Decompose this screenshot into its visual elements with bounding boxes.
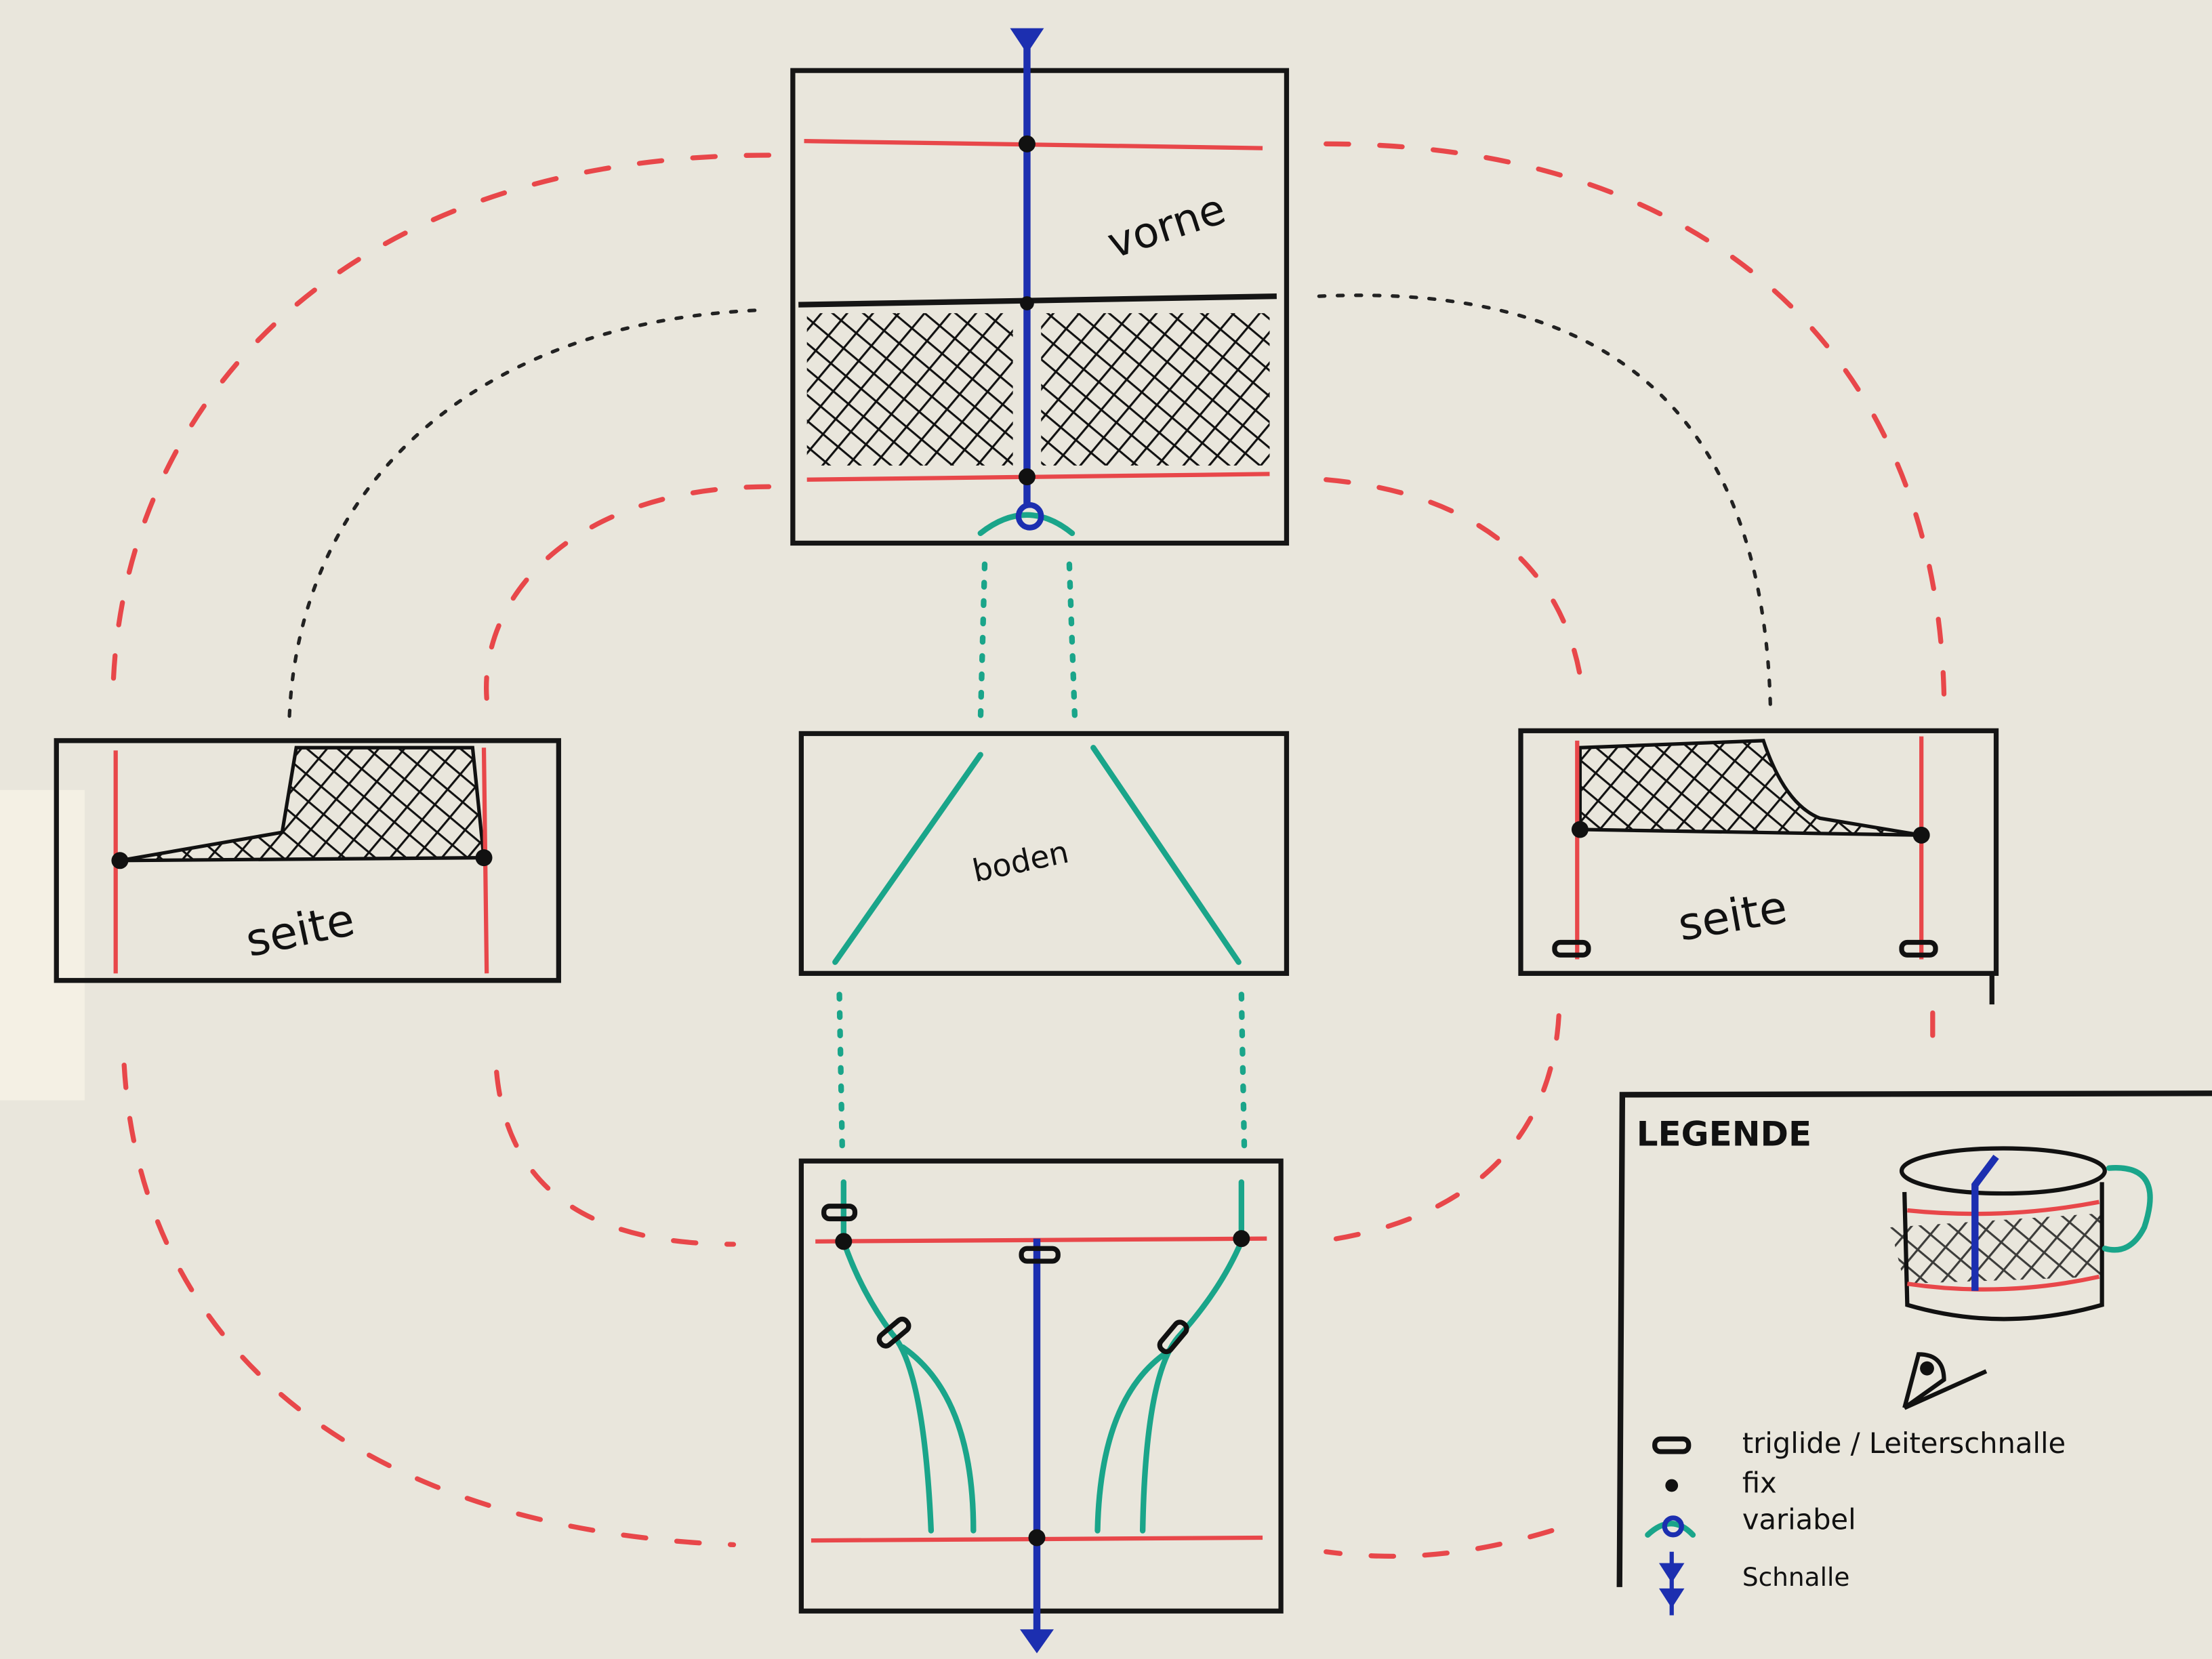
- panel-side-right-outline: [1518, 728, 1999, 976]
- green-strap-left: [832, 752, 983, 965]
- mug-rim: [1899, 1146, 2107, 1196]
- inner-right-lower-arc: [1316, 1013, 1561, 1244]
- triglide-icon: [1552, 939, 1591, 958]
- outer-left-lower-arc: [121, 1062, 737, 1548]
- mug-red-bottom: [1906, 1274, 2100, 1292]
- fix-dot: [1028, 1529, 1046, 1547]
- triglide-icon: [876, 1316, 912, 1349]
- legend-frame: [1616, 1090, 2212, 1587]
- connection-arcs: [110, 141, 1947, 1559]
- fix-dot: [1020, 296, 1034, 310]
- triglide-icon: [1899, 939, 1938, 958]
- fix-dot: [1018, 135, 1036, 152]
- variable-loop-green: [1645, 1521, 1696, 1538]
- black-right-arc: [1317, 293, 1773, 710]
- legend-item-schnalle: Schnalle: [1659, 1551, 1850, 1616]
- legend-label: Schnalle: [1742, 1562, 1850, 1592]
- outer-bottom-right-arc: [1324, 1528, 1555, 1559]
- green-dotted-bottom-left: [836, 991, 845, 1149]
- fix-dot-icon: [1665, 1479, 1679, 1492]
- legend: LEGENDE triglide / Leiterschnalle fix va…: [1616, 1090, 2212, 1616]
- mesh-area-left: [806, 313, 1013, 466]
- panel-bottom-outline: [798, 731, 1290, 976]
- panel-back-outline: [798, 1158, 1284, 1614]
- triglide-icon: [1019, 1246, 1061, 1264]
- mug-mesh: [1890, 1213, 2102, 1284]
- mug-body: [1902, 1182, 2104, 1322]
- triglide-icon: [821, 1204, 858, 1222]
- red-strap-top: [815, 1236, 1267, 1244]
- green-strap-right: [1090, 745, 1242, 965]
- green-dotted-bottom-right: [1238, 991, 1248, 1149]
- green-strap-right-tail: [1094, 1349, 1171, 1534]
- fix-dot: [1912, 826, 1930, 844]
- panel-front-outline: [790, 68, 1290, 546]
- legend-title: LEGENDE: [1637, 1114, 1811, 1153]
- green-strap-left-tail: [900, 1344, 977, 1534]
- outer-left-arc: [110, 152, 772, 708]
- triglide-icon: [1652, 1436, 1692, 1454]
- fix-dot: [1233, 1230, 1250, 1248]
- legend-item-variabel: variabel: [1645, 1502, 1856, 1538]
- green-dotted-top-right: [1066, 561, 1078, 725]
- fix-dot: [111, 852, 129, 869]
- fix-dot: [1018, 468, 1036, 486]
- inner-left-arc: [484, 484, 772, 701]
- mesh-area: [119, 745, 486, 863]
- fix-dot: [475, 849, 493, 867]
- mug-blue-strap: [1971, 1154, 1999, 1291]
- mug-handle: [2102, 1165, 2153, 1253]
- triglide-icon: [1157, 1319, 1189, 1355]
- green-dotted-top-left: [977, 561, 988, 725]
- mug-red-top: [1907, 1200, 2100, 1216]
- mug-illustration: [1890, 1146, 2153, 1322]
- mesh-edge-line: [798, 293, 1277, 308]
- legend-label: variabel: [1742, 1502, 1856, 1536]
- panel-side-left-outline: [54, 738, 561, 983]
- variable-loop-icon: [1015, 502, 1044, 531]
- eye-icon: [1902, 1352, 1988, 1410]
- black-left-arc: [287, 308, 757, 724]
- outer-right-arc: [1324, 141, 1947, 697]
- legend-item-triglide: triglide / Leiterschnalle: [1652, 1427, 2066, 1460]
- panel-front: vorne: [790, 28, 1290, 546]
- legend-label: fix: [1742, 1466, 1777, 1499]
- fix-dot: [835, 1233, 853, 1250]
- red-strap-bottom: [806, 472, 1270, 482]
- fix-dot: [1571, 821, 1589, 838]
- buckle-icon: [1659, 1563, 1685, 1609]
- variable-loop-icon: [1662, 1515, 1684, 1538]
- glare: [0, 790, 85, 1101]
- panel-side-right: seite: [1518, 728, 1999, 1005]
- mesh-area-right: [1041, 313, 1270, 466]
- buckle-icon: [1020, 1629, 1054, 1654]
- panel-back: [798, 1158, 1284, 1654]
- mesh-area: [1578, 739, 1922, 837]
- legend-item-fix: fix: [1665, 1466, 1777, 1499]
- variable-loop-green: [977, 512, 1076, 537]
- legend-label: triglide / Leiterschnalle: [1742, 1427, 2066, 1460]
- inner-left-lower-arc: [494, 1069, 737, 1247]
- inner-right-arc: [1324, 477, 1586, 697]
- buckle-icon: [1010, 28, 1044, 54]
